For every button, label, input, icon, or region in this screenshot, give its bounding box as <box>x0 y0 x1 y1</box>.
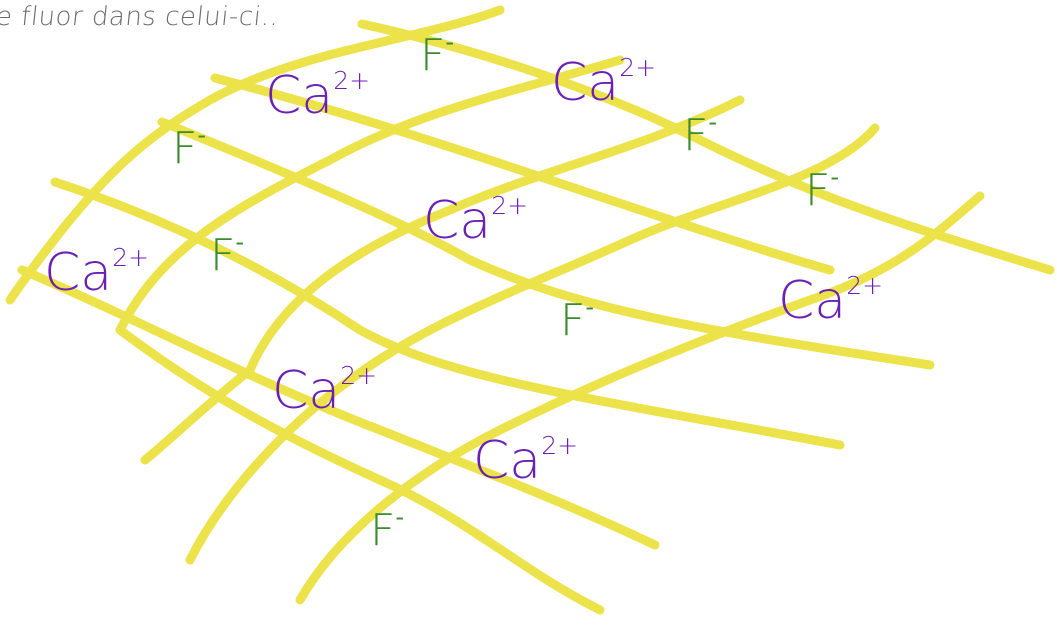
yellow-grid-lines <box>5 5 1055 615</box>
grid-line <box>185 123 880 565</box>
grid-line <box>50 177 845 450</box>
handwritten-caption: e fluor dans celui-ci.. <box>0 2 281 32</box>
calcium-ion-label: Ca2+ <box>473 431 578 491</box>
calcium-ion-label: Ca2+ <box>778 271 883 331</box>
fluoride-ion-label: F- <box>683 108 717 161</box>
calcium-ion-label: Ca2+ <box>423 191 528 251</box>
calcium-ion-label: Ca2+ <box>551 53 656 113</box>
calcium-ion-label: Ca2+ <box>272 361 377 421</box>
grid-line <box>157 117 935 370</box>
calcium-ions: Ca2+ Ca2+ Ca2+ Ca2+ Ca2+ Ca2+ Ca2+ <box>44 53 883 491</box>
grid-line <box>115 55 625 335</box>
fluoride-ion-label: F- <box>420 28 454 81</box>
fluoride-ions: F- F- F- F- F- F- F- <box>172 28 839 556</box>
fluoride-ion-label: F- <box>560 293 594 346</box>
fluoride-ion-label: F- <box>370 503 404 556</box>
fluoride-ion-label: F- <box>805 163 839 216</box>
grid-line <box>357 19 1055 275</box>
calcium-ion-label: Ca2+ <box>265 66 370 126</box>
grid-line <box>115 325 605 615</box>
fluoride-ion-label: F- <box>210 228 244 281</box>
fluoride-ion-label: F- <box>172 121 206 174</box>
calcium-ion-label: Ca2+ <box>44 243 149 303</box>
grid-line <box>140 95 745 465</box>
grid-line <box>210 73 835 275</box>
grid-line <box>295 191 985 605</box>
grid-line <box>17 265 660 550</box>
